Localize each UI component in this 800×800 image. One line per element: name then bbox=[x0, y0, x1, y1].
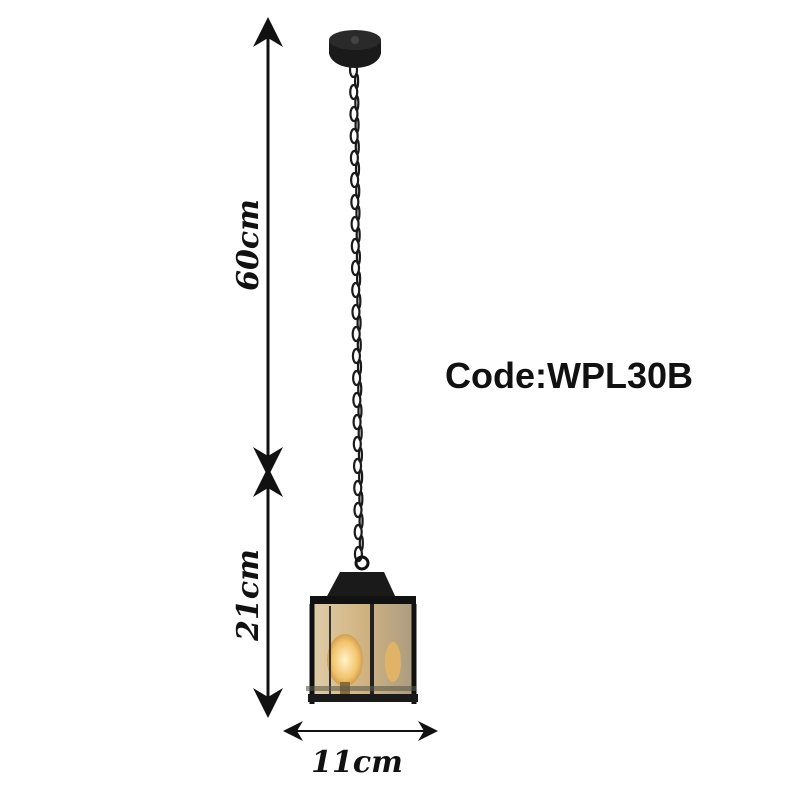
chain-link bbox=[349, 105, 359, 123]
chain-link bbox=[348, 61, 359, 79]
chain-link bbox=[350, 259, 361, 277]
chain-link bbox=[349, 83, 359, 101]
lantern bbox=[306, 555, 418, 704]
chain-link bbox=[352, 369, 362, 387]
chain-link bbox=[351, 325, 361, 343]
chain-link bbox=[351, 281, 361, 299]
chain-link bbox=[351, 347, 362, 365]
chain-link bbox=[351, 303, 361, 321]
chain-link bbox=[353, 479, 363, 497]
chain-link bbox=[350, 237, 360, 255]
bulb bbox=[327, 634, 363, 686]
chain-link bbox=[352, 435, 362, 453]
lamp-height-label: 21cm bbox=[231, 549, 266, 642]
chain-length-label: 60cm bbox=[231, 199, 266, 291]
chain bbox=[348, 61, 364, 563]
chain-link bbox=[353, 501, 363, 519]
lamp-width-label: 11cm bbox=[311, 745, 403, 780]
product-code: Code:WPL30B bbox=[445, 355, 694, 396]
chain-link bbox=[350, 215, 360, 233]
chain-link bbox=[353, 523, 363, 541]
chain-link bbox=[352, 457, 363, 475]
chain-link bbox=[349, 127, 359, 145]
chain-link bbox=[353, 545, 364, 563]
chain-link bbox=[350, 171, 360, 189]
chain-link bbox=[352, 391, 362, 409]
chain-link bbox=[350, 193, 360, 211]
chain-link bbox=[352, 413, 362, 431]
ceiling-canopy bbox=[329, 30, 381, 68]
chain-link bbox=[349, 149, 359, 167]
